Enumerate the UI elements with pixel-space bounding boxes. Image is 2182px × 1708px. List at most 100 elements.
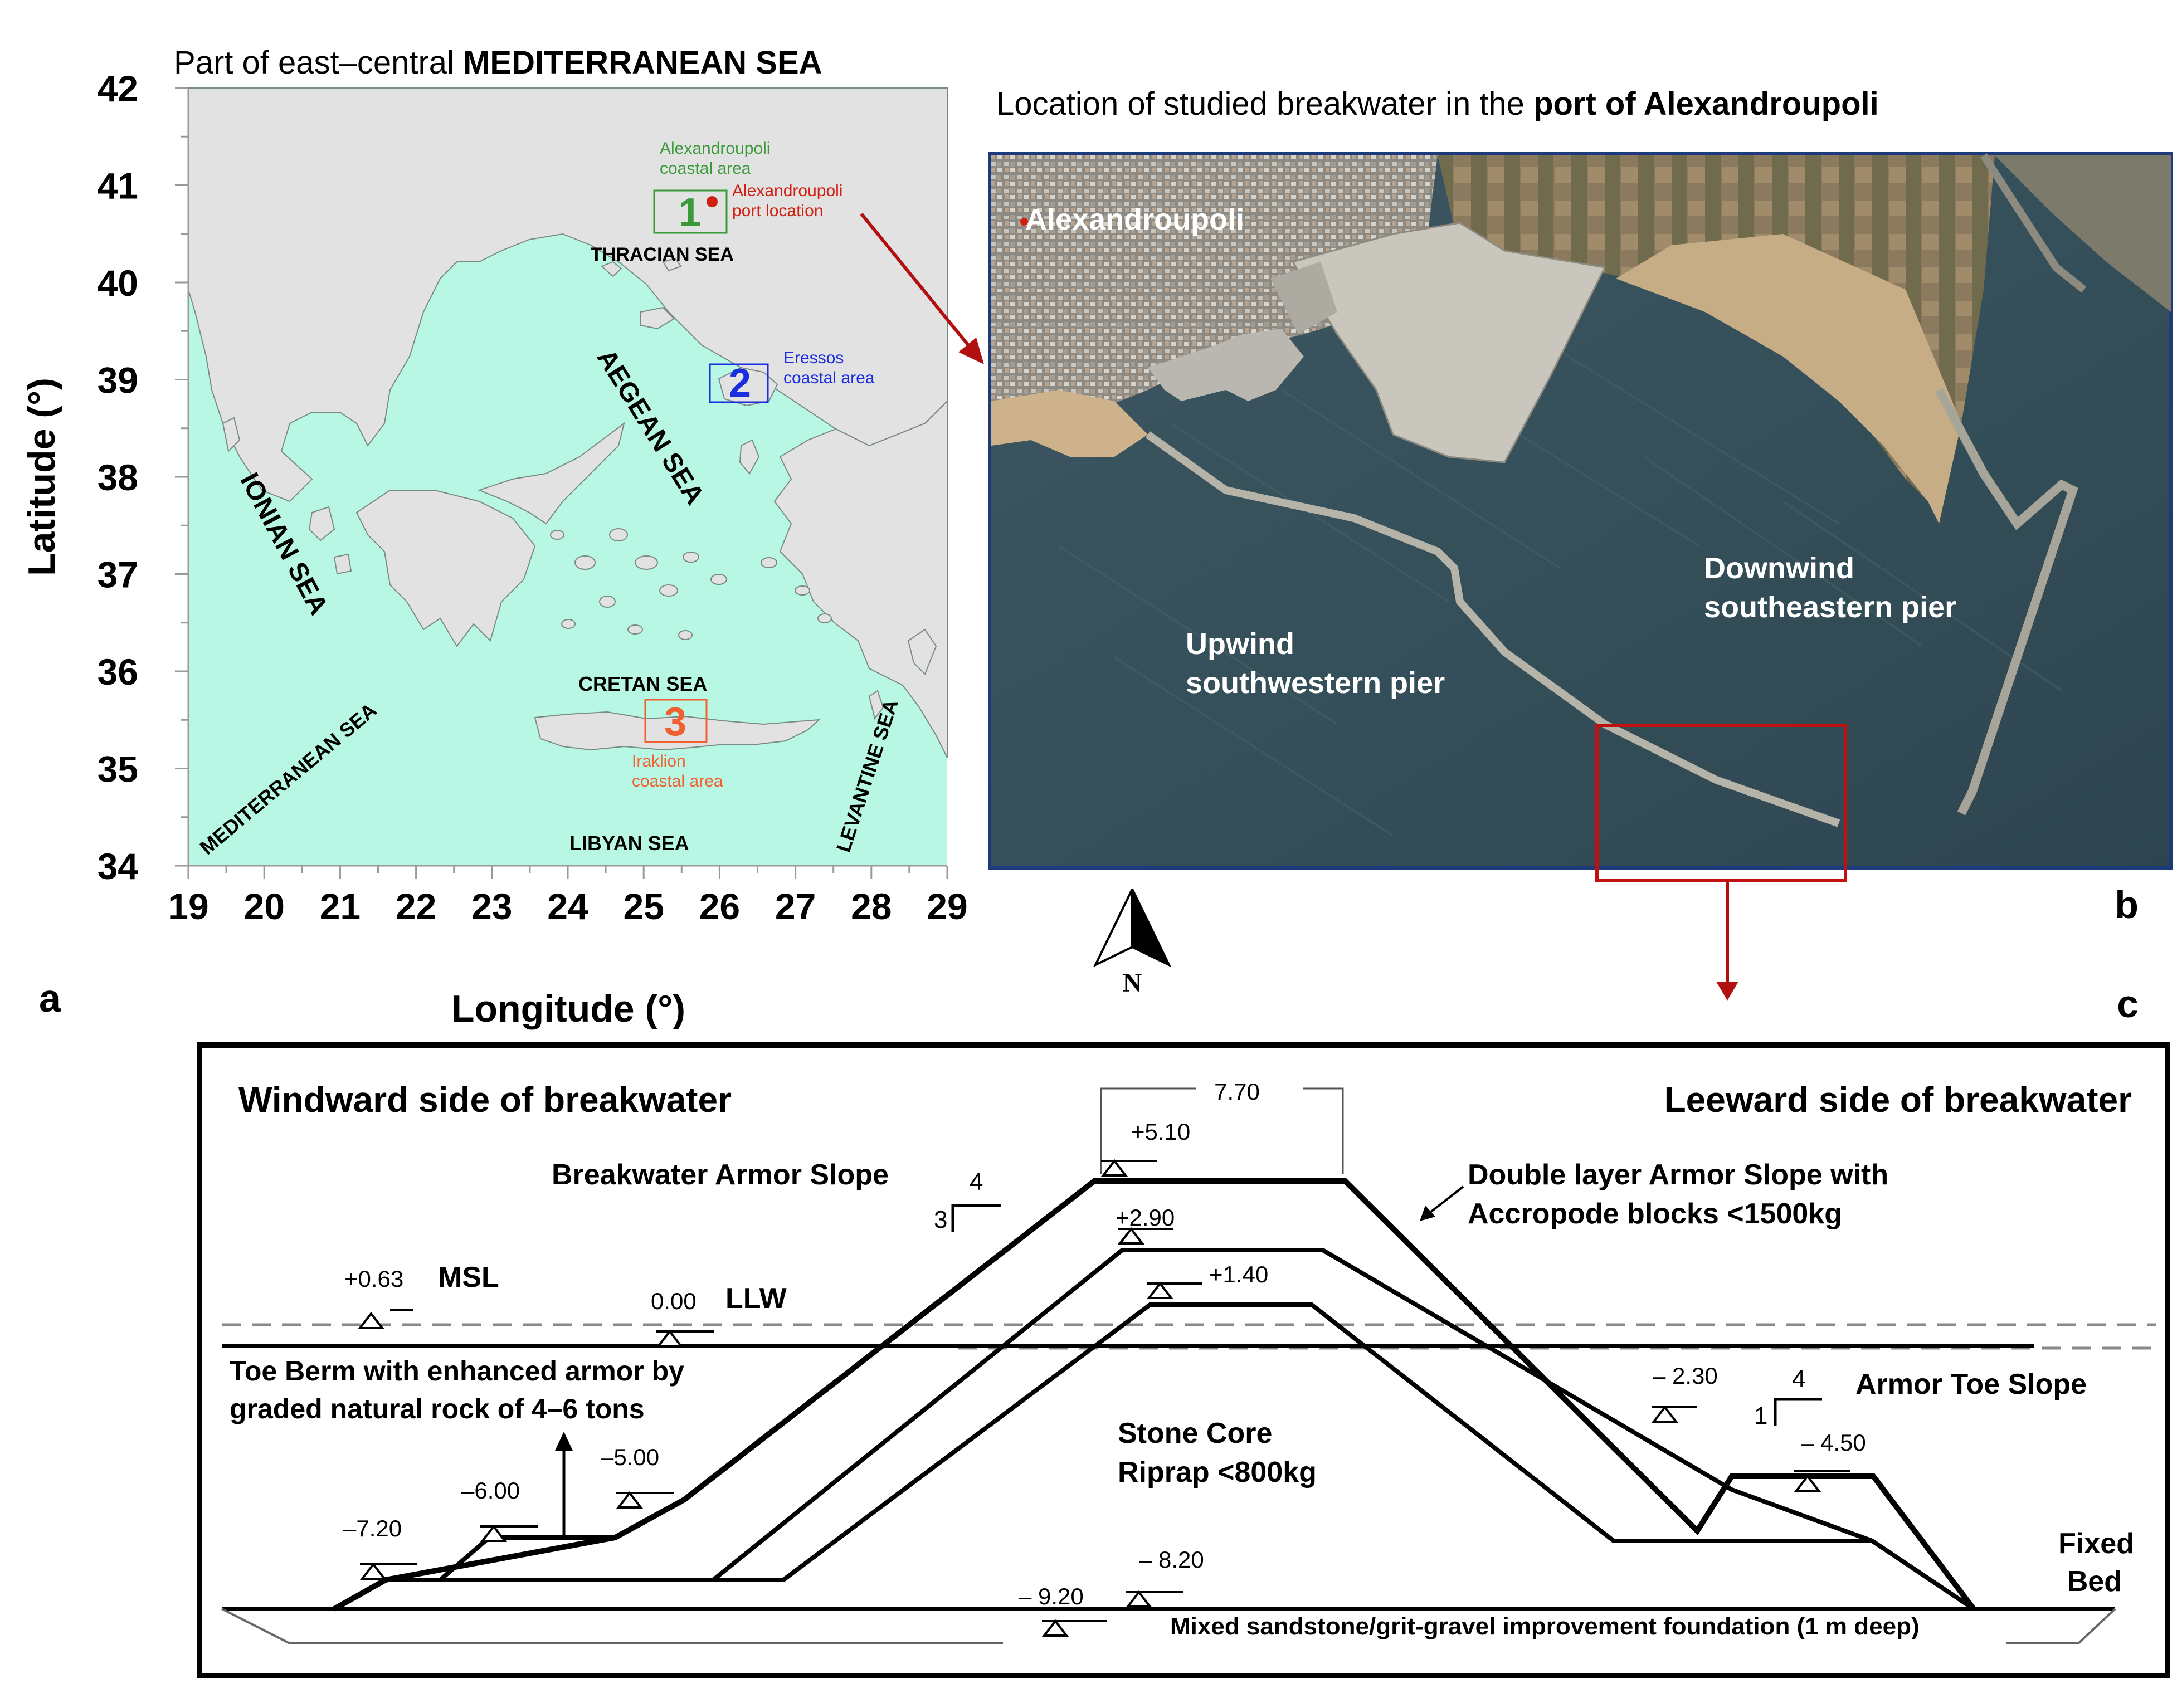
area-3-box (644, 699, 708, 743)
level-plus-290: +2.90 (1116, 1204, 1175, 1231)
foundation-outline (221, 1608, 1003, 1644)
area-2-number: 2 (729, 361, 751, 406)
area-2-label-line2: coastal area (783, 369, 875, 387)
level-crest: +5.10 (1131, 1119, 1190, 1145)
map-y-tick-label: 40 (98, 262, 138, 304)
toe-berm-line2: graded natural rock of 4–6 tons (230, 1393, 645, 1424)
highlight-arrow-head (1716, 982, 1738, 1001)
rhodes (907, 628, 937, 675)
map-x-tick-label: 21 (320, 886, 361, 927)
fixed-bed-line1: Fixed (2058, 1528, 2134, 1560)
map-y-tick-label: 38 (98, 457, 138, 498)
armor-outer-layer (333, 1178, 1976, 1612)
sea-label-thracian: THRACIAN SEA (591, 244, 734, 265)
chios (739, 439, 760, 475)
map-y-tick-label: 42 (98, 68, 138, 109)
armor-under-layer (440, 1248, 1975, 1611)
north-label: N (1123, 968, 1142, 998)
photo-title: Location of studied breakwater in the po… (996, 86, 1879, 122)
area-1-number: 1 (679, 191, 701, 235)
toe-slope-v: 1 (1754, 1402, 1767, 1429)
core-line2: Riprap <800kg (1118, 1456, 1317, 1489)
fields-area (1438, 155, 1995, 513)
level-plus-140: +1.40 (1209, 1261, 1268, 1287)
section-frame (197, 1042, 2170, 1678)
photo-upwind-line2: southwestern pier (1186, 666, 1445, 700)
east-shore-strip (1995, 155, 2171, 312)
panel-label-a: a (39, 977, 61, 1020)
city-area (991, 155, 1438, 440)
map-x-tick-label: 28 (851, 886, 892, 927)
panel-b-photo: Location of studied breakwater in the po… (988, 86, 2173, 1026)
map-y-tick-label: 41 (98, 165, 138, 207)
map-title: Part of east–central MEDITERRANEAN SEA (174, 45, 822, 81)
city-marker (1020, 218, 1028, 226)
map-y-tick-label: 34 (98, 846, 139, 887)
upwind-breakwater (1145, 431, 1840, 827)
karpathos (868, 690, 884, 720)
quay-central-pier (1291, 222, 1606, 463)
map-x-tick-label: 19 (168, 886, 208, 927)
level-minus-230: – 2.30 (1653, 1363, 1718, 1389)
thasos (601, 261, 622, 277)
toe-berm-step (386, 1535, 615, 1582)
foundation-label: Mixed sandstone/grit-gravel improvement … (1170, 1613, 1920, 1640)
zakynthos (333, 553, 352, 575)
stone-core (713, 1302, 1872, 1582)
level-llw-value: 0.00 (651, 1288, 697, 1314)
double-layer-line1: Double layer Armor Slope with (1468, 1159, 1888, 1191)
beach-west (991, 390, 1148, 457)
armor-slope-h: 4 (970, 1168, 983, 1195)
crest-width-label: 7.70 (1214, 1079, 1260, 1105)
limnos (640, 306, 675, 330)
crete (534, 711, 821, 751)
map-y-tick-label: 36 (98, 651, 138, 692)
map-to-photo-arrow (860, 213, 984, 364)
map-x-tick-label: 27 (775, 886, 816, 927)
level-marker-bars (360, 1160, 1850, 1622)
armor-slope-ratio-mark (951, 1204, 1001, 1232)
map-ylabel: Latitude (°) (21, 378, 63, 576)
port-label-line1: Alexandroupoli (732, 182, 842, 200)
level-minus-450: – 4.50 (1801, 1429, 1866, 1456)
level-minus-720: –7.20 (343, 1515, 402, 1541)
level-minus-920: – 9.20 (1019, 1583, 1084, 1609)
map-y-tick-label: 37 (98, 554, 138, 596)
port-label-line2: port location (732, 202, 823, 220)
core-line1: Stone Core (1118, 1417, 1272, 1450)
level-msl-label: MSL (438, 1261, 499, 1294)
samothraki (662, 257, 682, 272)
map-y-tick-label: 39 (98, 360, 138, 401)
map-x-tick-label: 24 (547, 886, 588, 927)
area-1-box (653, 189, 728, 234)
level-minus-600: –6.00 (461, 1477, 520, 1504)
photo-upwind-line1: Upwind (1186, 627, 1294, 661)
level-markers (357, 1159, 1821, 1637)
sea-label-libyan: LIBYAN SEA (569, 832, 689, 855)
downwind-breakwater (1935, 388, 2078, 816)
anatolia (773, 399, 948, 758)
area-3-label-line1: Iraklion (632, 752, 686, 770)
map-x-tick-label: 26 (699, 886, 740, 927)
foundation-outline-right (2006, 1608, 2116, 1644)
attica-euboea (478, 422, 625, 525)
map-x-tick-label: 29 (927, 886, 967, 927)
cyclades-islands (550, 528, 832, 640)
map-x-tick-label: 20 (243, 886, 284, 927)
map-x-tick-label: 25 (623, 886, 664, 927)
toe-berm-line1: Toe Berm with enhanced armor by (230, 1355, 684, 1387)
fixed-bed-line2: Bed (2067, 1565, 2122, 1598)
leeward-label: Leeward side of breakwater (1664, 1080, 2132, 1120)
sandy-coast (1616, 234, 1961, 524)
panel-a-map: Part of east–central MEDITERRANEAN SEA (21, 45, 968, 1030)
lesvos (718, 367, 778, 407)
peloponnese (355, 490, 536, 647)
crest-width-dimension-right (1303, 1087, 1344, 1174)
quay-west (1148, 329, 1304, 401)
armor-slope-label: Breakwater Armor Slope (552, 1159, 889, 1191)
port-location-marker (707, 196, 718, 207)
map-x-tick-label: 22 (396, 886, 436, 927)
area-1-label-line2: coastal area (660, 159, 751, 178)
level-llw-label: LLW (725, 1282, 787, 1315)
